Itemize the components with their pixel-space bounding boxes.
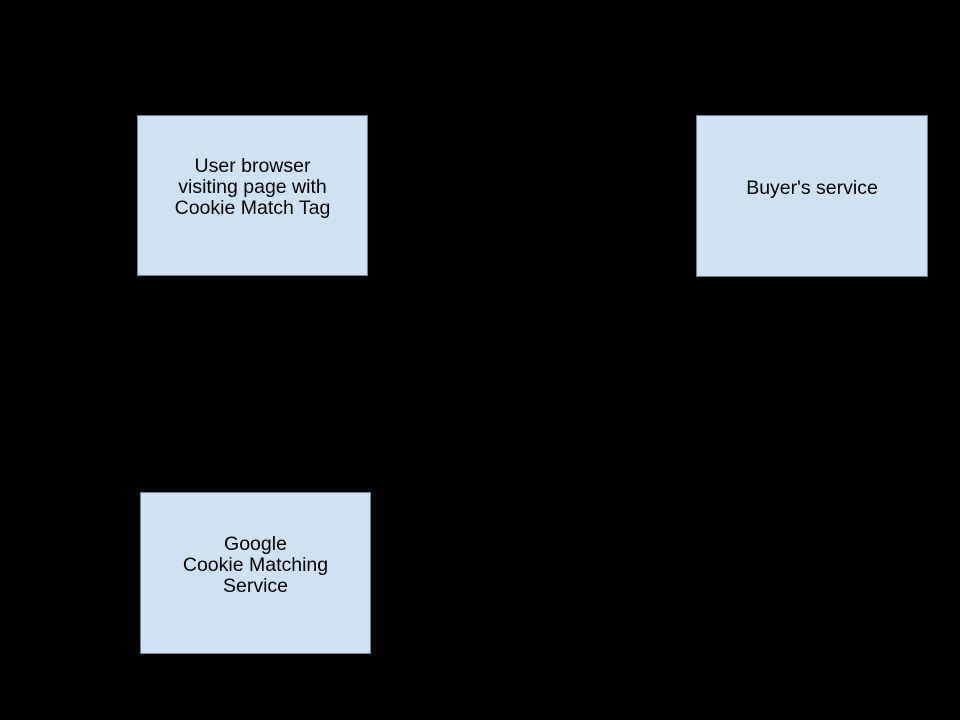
node-user-browser-label: User browser visiting page with Cookie M…: [175, 156, 331, 219]
node-label-line: visiting page with: [178, 176, 327, 198]
node-google-cookie-matching-service-label: Google Cookie Matching Service: [182, 532, 329, 597]
node-google-cookie-matching-service: Google Cookie Matching Service: [140, 492, 371, 654]
node-label-line: Buyer's service: [746, 176, 878, 199]
node-label-line: User browser: [194, 155, 311, 177]
node-user-browser: User browser visiting page with Cookie M…: [137, 115, 368, 276]
node-label-line: Service: [222, 574, 289, 597]
node-label-line: Google: [224, 532, 287, 555]
node-buyers-service-label: Buyer's service: [746, 176, 878, 199]
node-label-line: Cookie Matching: [182, 553, 329, 576]
node-buyers-service: Buyer's service: [696, 115, 928, 277]
node-label-line: Cookie Match Tag: [174, 197, 331, 219]
